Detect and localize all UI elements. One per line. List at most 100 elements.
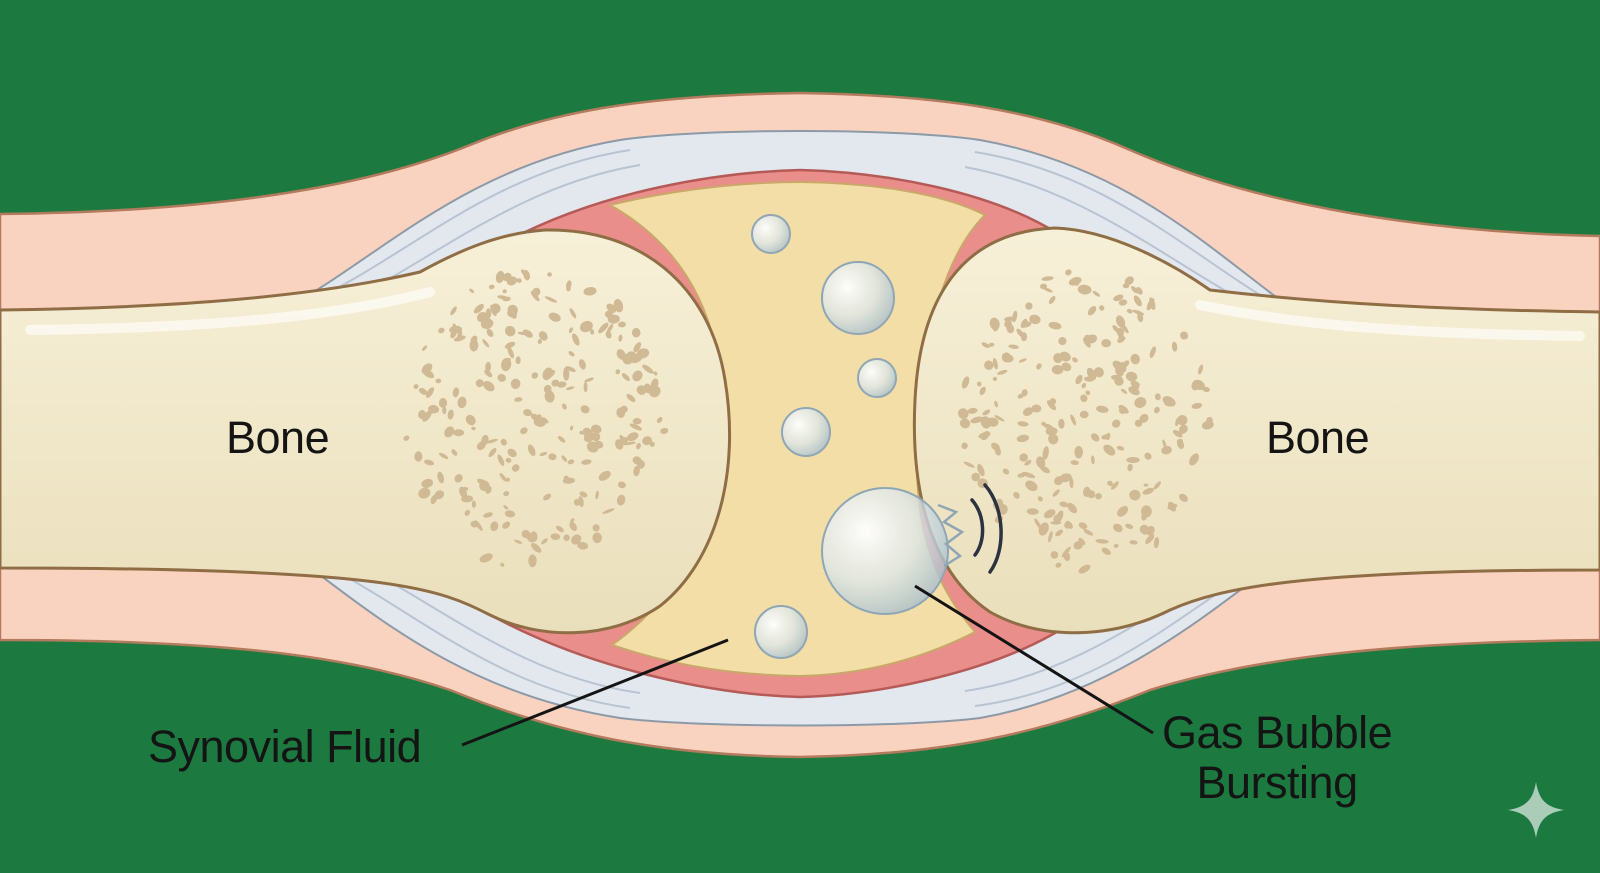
bone-pore [1189,453,1199,466]
bone-pore [633,342,642,353]
bone-pore [485,308,492,319]
bone-pore [437,471,445,484]
bone-pore [414,451,423,462]
bone-pore [994,400,999,408]
bone-pore [579,491,588,498]
bone-pore [1041,276,1054,281]
bone-pore [1135,287,1143,295]
bone-pore [548,453,557,461]
bone-pore [1179,493,1188,502]
bone-pore [578,496,584,508]
bone-label-right: Bone [1266,412,1370,463]
bone-pore [1059,351,1071,362]
bone-pore [537,339,542,344]
bone-pore [1050,551,1059,559]
bone-pore [977,463,985,477]
bone-pore [1099,305,1105,311]
bone-pore [421,363,433,374]
left-bone-highlight [25,287,435,335]
bone-pore [562,477,575,484]
burst-edge [937,503,965,568]
bone-pore [984,360,994,370]
bone-pore [428,404,440,414]
bone-pore [636,385,647,395]
bone-pore [1119,335,1126,341]
bone-pore [528,554,537,568]
bone-pore [471,500,476,508]
bone-pore [1029,314,1041,325]
bone-pore [583,433,594,443]
bone-pore [1118,299,1128,306]
bone-pore [1051,364,1064,375]
bone-pore [1130,353,1140,365]
bone-pore [484,369,493,378]
bone-pore [592,524,600,532]
bone-pore [1117,505,1129,517]
bone-pore [1055,510,1064,523]
bone-pore [495,270,505,284]
bone-pore [418,487,431,499]
bone-pore [571,534,582,545]
bone-pore [1145,534,1155,544]
bone-pore [531,372,539,379]
bone-pore [606,323,614,334]
right-bone-highlight [1195,300,1585,341]
bone-pore [471,426,476,431]
bone-pore [1139,413,1149,423]
bone-pore [618,334,623,342]
bone-pore [511,464,520,472]
bone-pore [507,448,517,458]
bone-pore [1025,302,1033,310]
bone-pore [451,449,458,456]
bone-pore [1087,306,1097,316]
bone-pore [1125,371,1138,382]
bone-pore [642,436,653,446]
bone-pore [976,381,982,387]
bone-pore [1206,416,1213,424]
bone-pore [649,441,655,447]
bone-pore [1191,402,1203,409]
bubble [754,605,808,659]
bone-pore [568,327,573,334]
bone-pore [447,409,454,420]
bone-pore [1063,551,1071,562]
bone-pore [1113,523,1123,533]
bone-pore [497,454,505,466]
bone-pore [1043,509,1056,519]
bubble [781,407,831,457]
bone-pore [1198,364,1204,375]
bone-pore [531,543,542,553]
bone-pore [569,521,578,532]
bone-pore [1077,284,1092,295]
bone-pore [548,312,561,322]
bone-pore [566,286,571,292]
bone-pore [1016,434,1029,443]
bone-pore [1024,459,1032,466]
bone-pore [1044,423,1054,430]
bone-pore [1002,468,1010,475]
bone-pore [1081,382,1087,389]
bone-pore [530,413,541,422]
bone-pore [1163,399,1174,407]
gas-bubbles [751,214,965,659]
bone-pore [579,320,593,333]
bone-pore [1055,562,1062,568]
bone-pore [1080,394,1088,403]
bone-pore [617,481,626,489]
bone-pore [1201,420,1214,430]
bone-pore [1178,424,1188,434]
bone-pore [982,409,991,416]
bone-pore [1086,367,1097,381]
bone-pore [438,397,448,408]
bone-pore [483,512,493,518]
bone-pore [978,431,991,439]
bone-pore [1058,337,1067,346]
bone-pore [454,474,463,483]
bone-pore [1050,520,1062,525]
bone-pore [488,284,495,290]
bone-pore [1112,324,1120,334]
bone-pore [598,470,611,481]
bone-pore [1171,341,1178,352]
bone-pore [1031,404,1042,413]
